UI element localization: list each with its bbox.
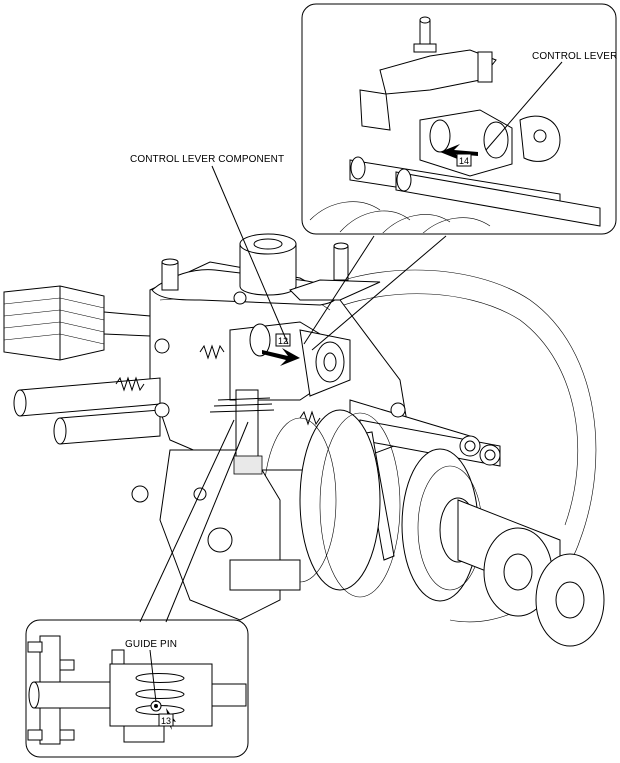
leader-inset-top-b	[311, 235, 447, 351]
leader-guide-pin	[149, 649, 157, 703]
main-assembly: 12	[3, 233, 605, 647]
step-12-marker: 12	[278, 336, 288, 346]
label-guide-pin: GUIDE PIN	[125, 639, 177, 650]
leader-control-lever	[485, 61, 563, 151]
leader-inset-bottom-a	[139, 419, 235, 623]
label-control-lever-component: CONTROL LEVER COMPONENT	[130, 154, 284, 165]
leader-inset-top-a	[303, 235, 375, 345]
label-control-lever: CONTROL LEVER	[532, 51, 617, 62]
step-13-marker: 13	[161, 716, 171, 726]
step-14-marker: 14	[459, 156, 469, 166]
leader-control-lever-component	[211, 165, 289, 345]
inset-guide-pin: 13 GUIDE PIN	[25, 619, 249, 758]
leader-inset-bottom-b	[165, 421, 249, 623]
inset-control-lever: 14 CONTROL LEVER	[301, 3, 617, 235]
